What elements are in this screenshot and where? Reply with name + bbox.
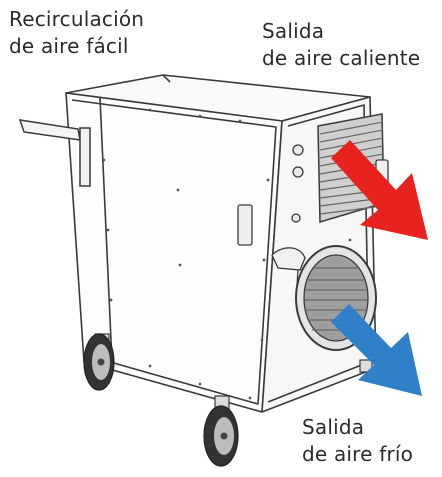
rivets xyxy=(102,108,370,400)
hot-outlet-label-line-1: Salida xyxy=(262,19,325,43)
cold-outlet-label-line-2: de aire frío xyxy=(302,442,414,466)
cold-air-arrow-icon xyxy=(331,304,422,396)
hot-outlet-label: Salida de aire caliente xyxy=(262,18,420,72)
recirculation-label-line-1: Recirculación xyxy=(9,7,145,31)
recirculation-label-line-2: de aire fácil xyxy=(9,34,129,58)
cold-outlet-label: Salida de aire frío xyxy=(302,414,413,468)
hot-air-arrow-icon xyxy=(331,140,428,240)
hot-outlet-label-line-2: de aire caliente xyxy=(262,46,421,70)
wheels xyxy=(83,333,373,467)
handle xyxy=(18,119,91,187)
recirculation-label: Recirculación de aire fácil xyxy=(9,6,144,60)
cold-outlet-label-line-1: Salida xyxy=(302,415,365,439)
